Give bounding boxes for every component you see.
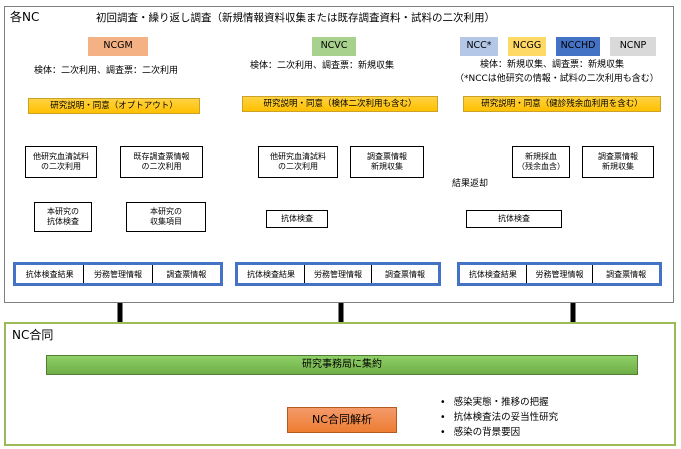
finding-item: 感染実態・推移の把握 xyxy=(440,395,558,410)
ncvc-serum-reuse-box: 他研究血清試料 の二次利用 xyxy=(258,146,338,178)
ncgm-consent-bar: 研究説明・同意（オプトアウト） xyxy=(28,98,200,114)
bottom-panel-title: NC合同 xyxy=(12,328,54,342)
other-nc-new-blood-box: 新規採血 （残余血含） xyxy=(512,146,570,178)
ncvc-data-row: 抗体検査結果 労務管理情報 調査票情報 xyxy=(235,262,441,286)
collect-bar: 研究事務局に集約 xyxy=(46,355,638,375)
ncgm-serum-reuse-box: 他研究血清試料 の二次利用 xyxy=(25,146,97,178)
ncgm-questionnaire-reuse-box: 既存調査票情報 の二次利用 xyxy=(120,146,203,178)
ncchd-tag: NCCHD xyxy=(556,37,600,56)
ncvc-sample-text: 検体：二次利用、調査票：新規収集 xyxy=(250,61,395,71)
ncvc-labor-info-cell: 労務管理情報 xyxy=(305,265,372,283)
ncgm-questionnaire-info-cell: 調査票情報 xyxy=(166,269,207,279)
other-nc-antibody-result-cell: 抗体検査結果 xyxy=(460,265,527,283)
other-nc-consent-bar: 研究説明・同意（健診残余血利用を含む） xyxy=(463,96,661,112)
result-return-label: 結果返却 xyxy=(452,179,489,189)
ncgm-labor-info-cell: 労務管理情報 xyxy=(84,265,153,283)
other-nc-data-row: 抗体検査結果 労務管理情報 調査票情報 xyxy=(457,262,662,286)
ncvc-questionnaire-new-box: 調査票情報 新規収集 xyxy=(350,146,424,178)
other-nc-questionnaire-new-box: 調査票情報 新規収集 xyxy=(582,146,654,178)
ncvc-questionnaire-info-cell: 調査票情報 xyxy=(385,269,425,279)
ncvc-antibody-test-box: 抗体検査 xyxy=(266,210,328,228)
ncc-tag: NCC* xyxy=(460,37,498,56)
ncgm-tag: NCGM xyxy=(88,37,148,56)
other-nc-note: （*NCCは他研究の情報・試料の二次利用も含む） xyxy=(455,74,659,84)
other-nc-antibody-test-box: 抗体検査 xyxy=(466,210,562,228)
finding-item: 抗体検査法の妥当性研究 xyxy=(440,410,559,425)
ncvc-tag: NCVC xyxy=(312,37,356,56)
other-nc-sample-text: 検体：新規収集、調査票：新規収集 xyxy=(480,60,625,70)
top-panel-heading: 初回調査・繰り返し調査（新規情報資料収集または既存調査資料・試料の二次利用） xyxy=(96,12,495,24)
ncvc-consent-bar: 研究説明・同意（検体二次利用も含む） xyxy=(242,96,438,112)
ncnp-tag: NCNP xyxy=(610,37,656,56)
ncgm-sample-text: 検体：二次利用、調査票：二次利用 xyxy=(34,66,179,76)
joint-analysis-box: NC合同解析 xyxy=(287,407,397,433)
ncgm-antibody-test-box: 本研究の 抗体検査 xyxy=(34,202,92,232)
ncgm-data-row: 抗体検査結果 労務管理情報 調査票情報 xyxy=(13,262,223,286)
other-nc-labor-info-cell: 労務管理情報 xyxy=(527,265,594,283)
other-nc-questionnaire-info-cell: 調査票情報 xyxy=(606,269,647,279)
finding-item: 感染の背景要因 xyxy=(440,425,558,440)
ncgg-tag: NCGG xyxy=(508,37,546,56)
ncgm-antibody-result-cell: 抗体検査結果 xyxy=(16,265,85,283)
ncgm-collection-items-box: 本研究の 収集項目 xyxy=(126,202,206,232)
ncvc-antibody-result-cell: 抗体検査結果 xyxy=(238,265,305,283)
top-panel-title: 各NC xyxy=(10,10,40,24)
findings-list: 感染実態・推移の把握 抗体検査法の妥当性研究 感染の背景要因 xyxy=(440,395,559,440)
